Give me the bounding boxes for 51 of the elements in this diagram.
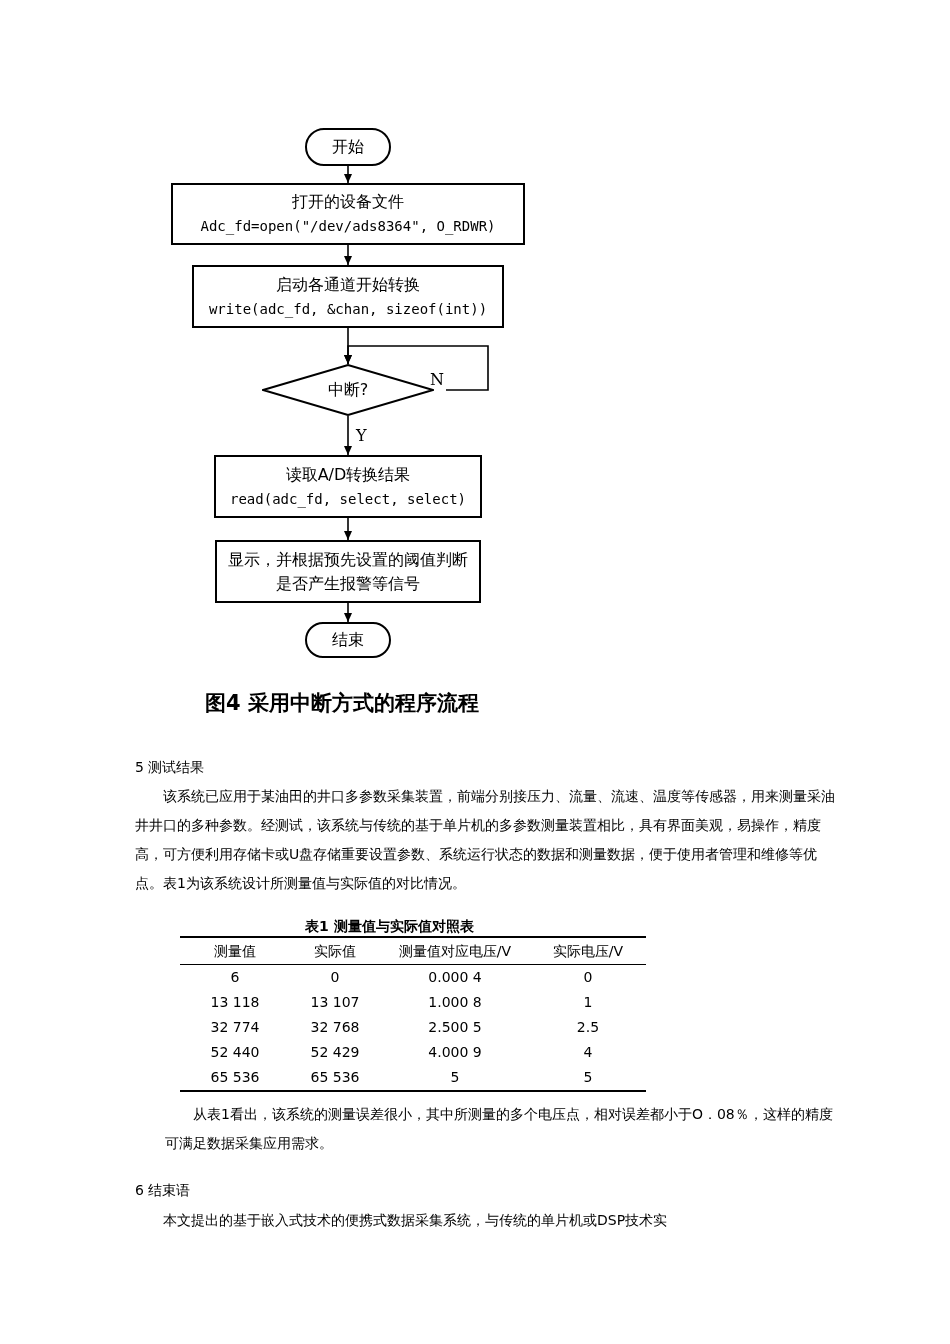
- node-text: 读取A/D转换结果: [285, 463, 411, 486]
- table-cell-text: 52 429: [309, 1043, 361, 1062]
- table-cell-text: 1.000 8: [427, 993, 483, 1012]
- process-box: [214, 455, 482, 518]
- table-cell-text: 32 768: [309, 1018, 361, 1037]
- table-header-cell: 实际电压/V: [530, 938, 646, 965]
- arrow: [344, 345, 489, 391]
- table-cell-text: 65 536: [309, 1068, 361, 1087]
- table-cell-text: 1: [582, 993, 594, 1012]
- table-cell-text: 0: [582, 968, 594, 987]
- process-box: [192, 265, 504, 328]
- arrow: [344, 165, 352, 184]
- table-title: 表1 测量值与实际值对照表: [305, 917, 474, 936]
- figure-caption: 图4 采用中断方式的程序流程: [205, 690, 479, 717]
- table-header-cell: 实际值: [290, 938, 380, 965]
- arrow: [344, 415, 352, 456]
- node-text: Adc_fd=open("/dev/ads8364", O_RDWR): [200, 217, 496, 237]
- process-box: [215, 540, 481, 603]
- arrow: [344, 517, 352, 541]
- table-cell-text: 65 536: [209, 1068, 261, 1087]
- table-cell-text: 5: [582, 1068, 594, 1087]
- table-cell-text: 4: [582, 1043, 594, 1062]
- table-cell-text: 32 774: [209, 1018, 261, 1037]
- node-text: 显示，并根据预先设置的阈值判断是否产生报警等信号: [227, 548, 469, 595]
- table-header-cell: 测量值对应电压/V: [380, 938, 530, 965]
- node-text: 启动各通道开始转换: [276, 273, 420, 296]
- section-heading: 6 结束语: [135, 1181, 191, 1200]
- table-cell-text: 2.500 5: [427, 1018, 483, 1037]
- paragraph: 该系统已应用于某油田的井口多参数采集装置，前端分别接压力、流量、流速、温度等传感器，用来测量采油井井口的多种参数。经测试，该系统与传统的基于单片机的多参数测量装置相比，具有界面美观，易操作，精度高，可方便利用存储卡或U盘存储重要设置参数、系统运行状态的数据和测量数据，便于使用者管理和维修等优点。表1为该系统设计所测量值与实际值的对比情况。: [135, 787, 835, 893]
- table-cell-text: 2.5: [575, 1018, 601, 1037]
- table-cell-text: 13 118: [209, 993, 261, 1012]
- paragraph: 从表1看出，该系统的测量误差很小，其中所测量的多个电压点，相对误差都小于O．08％，这样的精度可满足数据采集应用需求。: [165, 1105, 834, 1153]
- table-cell-text: 6: [229, 968, 241, 987]
- node-text: 开始: [332, 136, 364, 158]
- table-cell-text: 0.000 4: [427, 968, 483, 987]
- table-cell-text: 13 107: [309, 993, 361, 1012]
- arrow: [344, 244, 352, 266]
- node-text: write(adc_fd, &chan, sizeof(int)): [208, 299, 488, 320]
- paragraph: 本文提出的基于嵌入式技术的便携式数据采集系统，与传统的单片机或DSP技术实: [162, 1211, 669, 1230]
- node-text: 中断?: [327, 379, 369, 401]
- table-cell-text: 0: [329, 968, 341, 987]
- arrow: [344, 602, 352, 623]
- table-header-cell: 测量值: [180, 938, 290, 965]
- process-box: [171, 183, 525, 245]
- node-text: 结束: [332, 629, 364, 651]
- table-cell-text: 5: [449, 1068, 461, 1087]
- node-text: read(adc_fd, select, select): [230, 489, 466, 510]
- section-heading: 5 测试结果: [135, 758, 205, 777]
- table-cell-text: 52 440: [209, 1043, 261, 1062]
- node-text: 打开的设备文件: [292, 191, 404, 213]
- table-cell-text: 4.000 9: [427, 1043, 483, 1062]
